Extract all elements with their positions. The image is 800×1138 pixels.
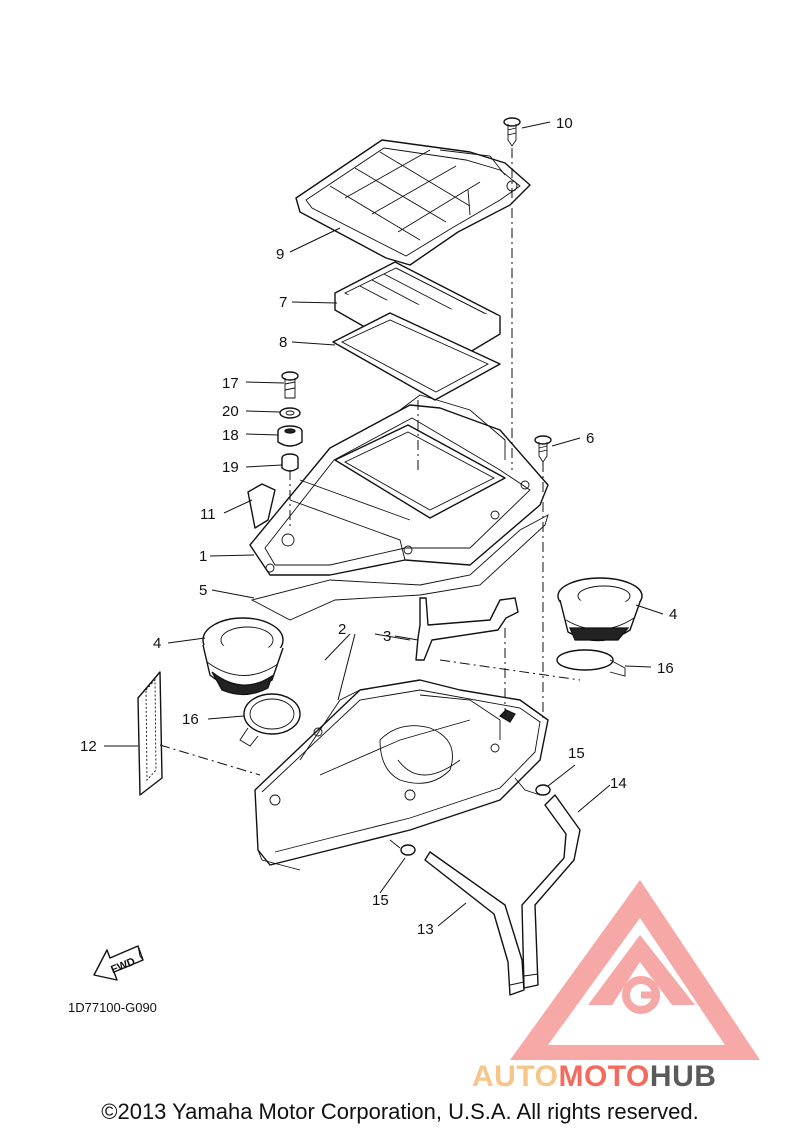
callout-1: 1 bbox=[199, 548, 207, 565]
part-15-clip-left bbox=[389, 839, 416, 856]
watermark-text: AUTOMOTOHUB bbox=[472, 1060, 716, 1093]
part-4-joint-right bbox=[557, 577, 643, 642]
part-17-bolt bbox=[281, 371, 299, 399]
callout-5: 5 bbox=[199, 582, 207, 599]
watermark-logo-icon bbox=[510, 880, 760, 1060]
callout-19: 19 bbox=[222, 459, 239, 476]
callout-6: 6 bbox=[586, 430, 594, 447]
part-16-clamp-right bbox=[556, 649, 626, 677]
part-5-case-gasket bbox=[250, 514, 549, 621]
callout-12: 12 bbox=[80, 738, 97, 755]
part-8-filter-gasket bbox=[332, 312, 501, 401]
callout-13: 13 bbox=[417, 921, 434, 938]
callout-14: 14 bbox=[610, 775, 627, 792]
leader-lines bbox=[104, 121, 664, 927]
callout-16-right: 16 bbox=[657, 660, 674, 677]
callout-15-left: 15 bbox=[372, 892, 389, 909]
callout-11: 11 bbox=[200, 506, 216, 523]
callout-8: 8 bbox=[279, 334, 287, 351]
part-19-collar bbox=[281, 453, 299, 472]
part-20-washer bbox=[279, 407, 301, 419]
part-9-cover bbox=[295, 139, 531, 266]
part-6-screw bbox=[534, 435, 552, 463]
part-1-upper-case bbox=[249, 394, 549, 576]
part-2-lower-case bbox=[254, 679, 549, 871]
part-15-clip-right bbox=[514, 777, 551, 796]
part-18-grommet bbox=[277, 425, 303, 447]
part-3-breather-pipe bbox=[415, 597, 519, 661]
part-14-hose bbox=[521, 794, 581, 989]
callout-20: 20 bbox=[222, 403, 239, 420]
part-4-joint-left bbox=[202, 617, 284, 696]
callout-numbers: 10 9 7 8 17 20 18 19 6 11 1 5 2 3 4 4 16… bbox=[80, 115, 677, 938]
callout-17: 17 bbox=[222, 375, 239, 392]
callout-7: 7 bbox=[279, 294, 287, 311]
part-11-plate bbox=[247, 483, 276, 529]
callout-3: 3 bbox=[383, 628, 391, 645]
callout-15-right: 15 bbox=[568, 745, 585, 762]
svg-text:AUTOMOTOHUB: AUTOMOTOHUB bbox=[472, 1060, 716, 1093]
callout-16-left: 16 bbox=[182, 711, 199, 728]
part-12-label bbox=[137, 671, 163, 796]
part-13-hose bbox=[424, 851, 525, 996]
watermark-auto: AUTO bbox=[472, 1060, 558, 1093]
callout-2: 2 bbox=[338, 621, 346, 638]
callout-18: 18 bbox=[222, 427, 239, 444]
forward-direction-arrow-icon: FWD bbox=[93, 945, 144, 981]
callout-4-right: 4 bbox=[669, 606, 677, 623]
copyright-notice: ©2013 Yamaha Motor Corporation, U.S.A. A… bbox=[101, 1099, 699, 1124]
diagram-code: 1D77100-G090 bbox=[68, 1000, 157, 1015]
assembly-lines bbox=[159, 148, 581, 776]
part-16-clamp-left bbox=[239, 693, 301, 747]
callout-10: 10 bbox=[556, 115, 573, 132]
callout-4-left: 4 bbox=[153, 635, 161, 652]
watermark-hub: HUB bbox=[650, 1060, 717, 1093]
part-10-screw bbox=[503, 117, 521, 147]
watermark-moto: MOTO bbox=[558, 1060, 649, 1093]
callout-9: 9 bbox=[276, 246, 284, 263]
